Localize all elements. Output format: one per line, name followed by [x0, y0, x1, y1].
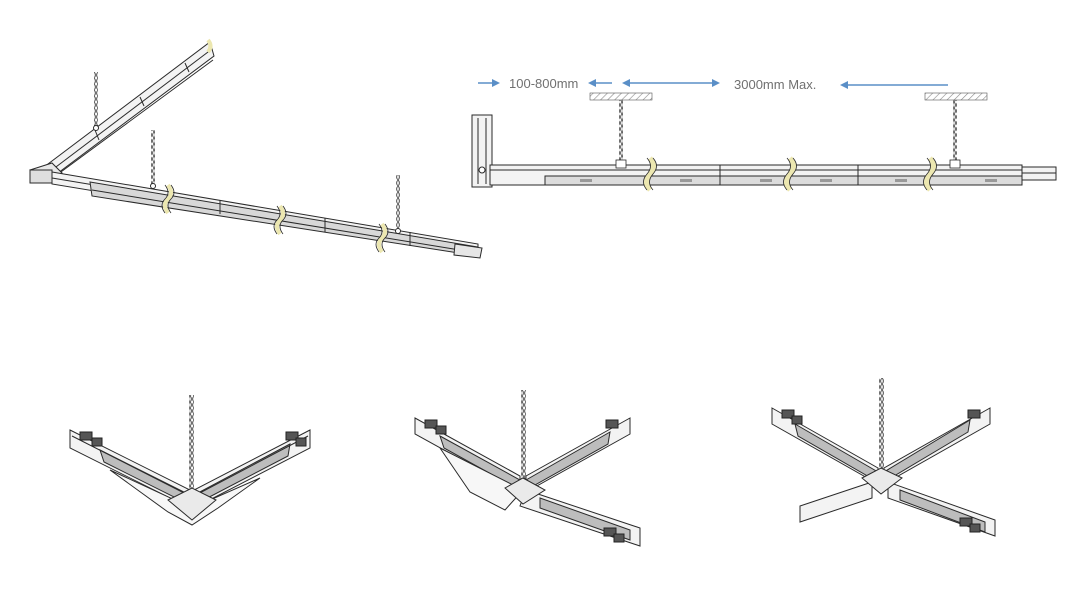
spacing-dimension-label: 100-800mm	[509, 76, 578, 91]
t-connector-detail	[414, 390, 641, 547]
x-connector-detail	[771, 378, 996, 537]
spacing-arrows	[478, 79, 948, 89]
ceiling-mount-right	[924, 92, 988, 101]
chain-right	[953, 100, 957, 164]
chain-x	[879, 378, 884, 470]
l-connector-detail	[69, 395, 311, 526]
chain-left	[619, 100, 623, 164]
max-span-dimension-label: 3000mm Max.	[734, 77, 816, 92]
side-rail	[489, 164, 1057, 186]
side-elevation-suspension-spacing: 100-800mm 3000mm Max.	[471, 76, 1057, 192]
isometric-l-track-suspension	[29, 38, 483, 259]
chain-l	[189, 395, 194, 495]
ceiling-mount-left	[589, 92, 653, 101]
chain-t	[521, 390, 526, 482]
